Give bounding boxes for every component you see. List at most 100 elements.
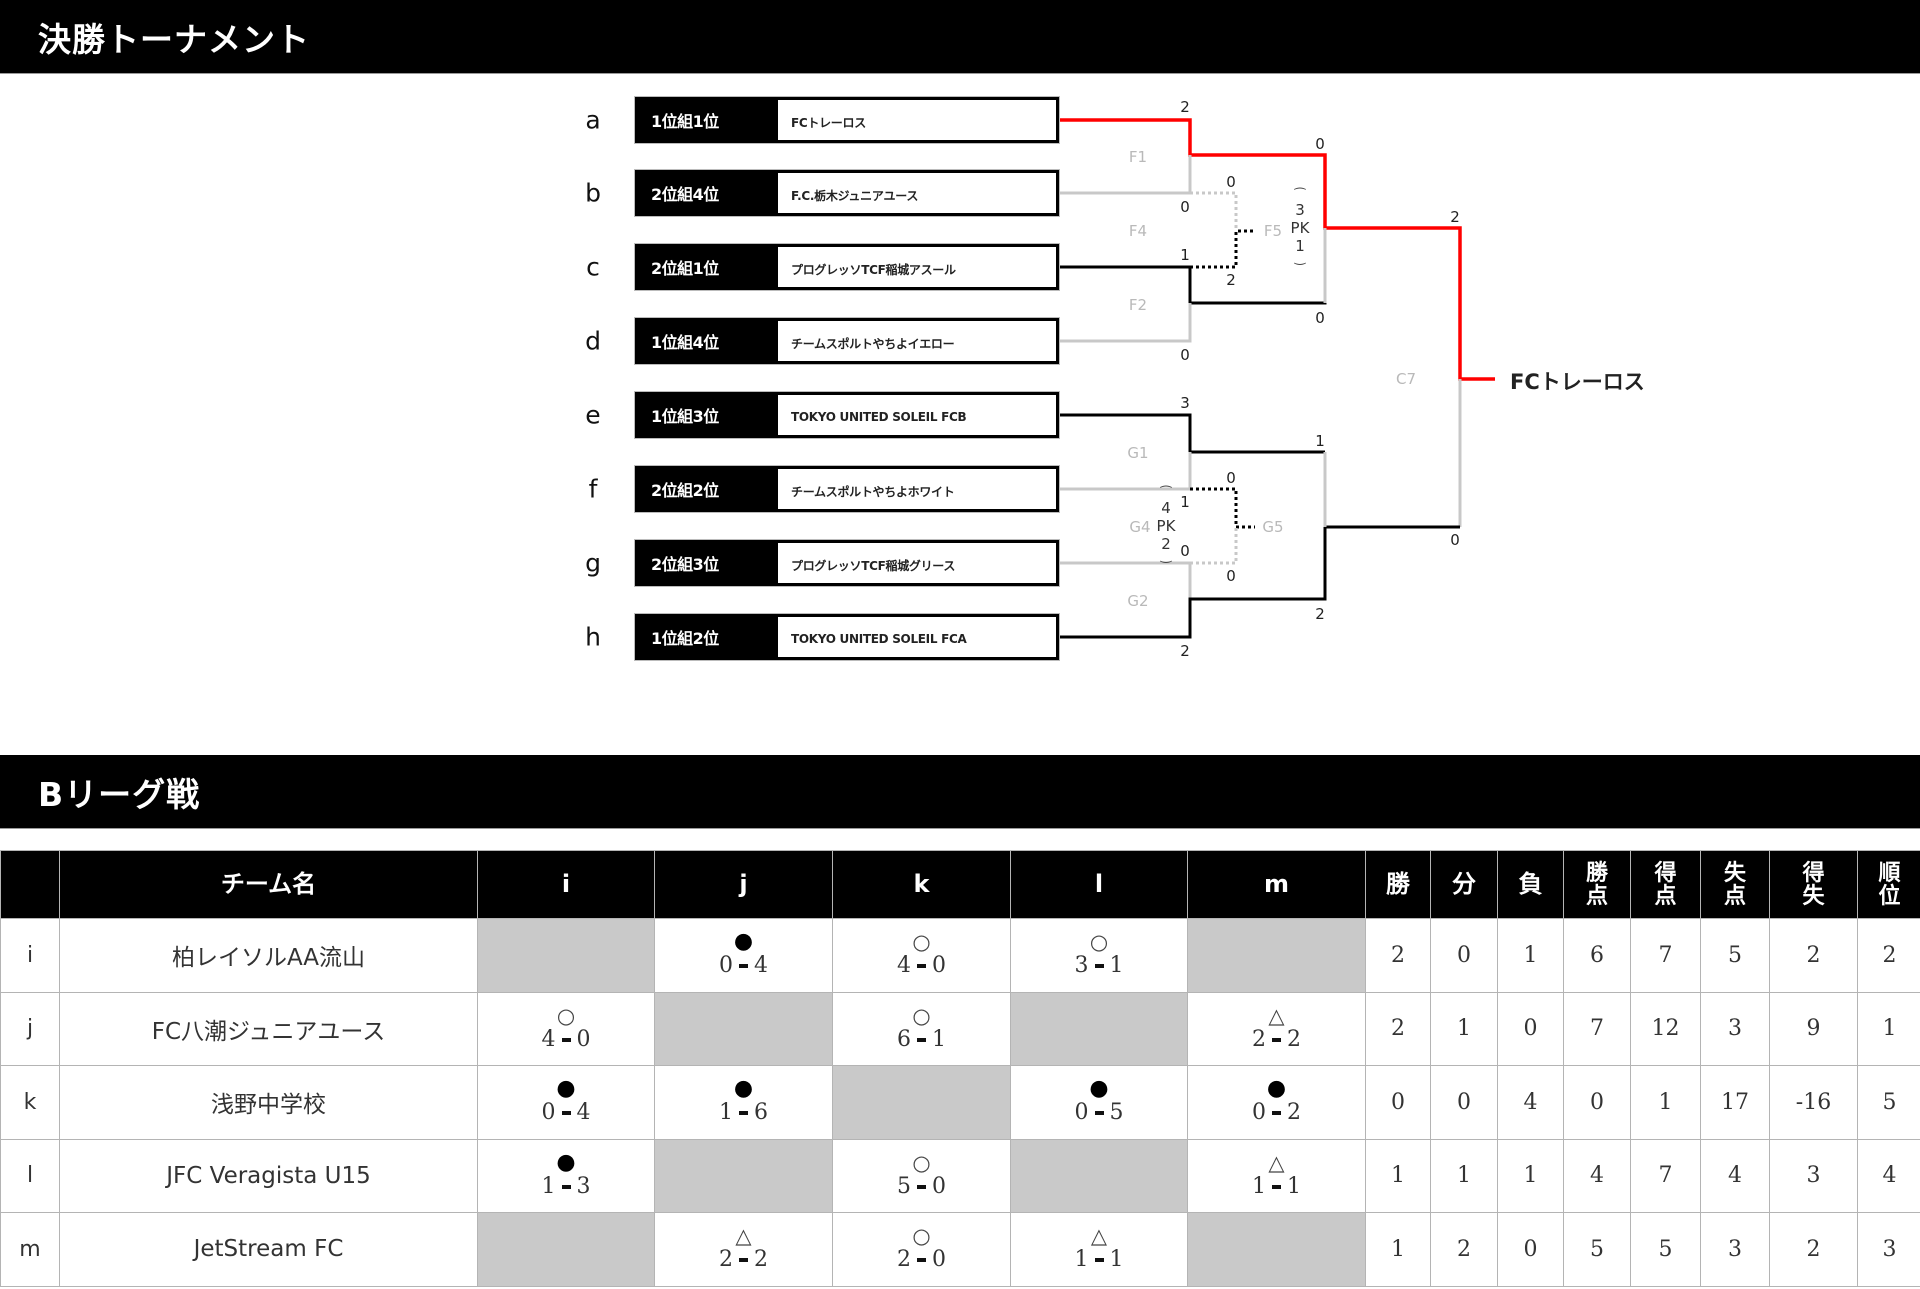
header-opponent-l: l bbox=[1010, 850, 1188, 919]
blank-cell bbox=[477, 918, 655, 993]
entry-letter-a: a bbox=[585, 105, 601, 135]
goals-against: 3 bbox=[1700, 1212, 1770, 1287]
entry-letter-c: c bbox=[586, 252, 600, 282]
score-g4-top: 1 bbox=[1180, 493, 1190, 511]
row-key: i bbox=[0, 918, 60, 993]
header-loss: 負 bbox=[1497, 850, 1564, 919]
draw-triangle-icon: △ bbox=[1090, 1224, 1108, 1249]
score-dash bbox=[917, 1258, 926, 1263]
table-header-row: チーム名 i j k l m 勝 分 負 勝点 得点 失点 得失 順位 bbox=[0, 850, 1920, 919]
pk-label: PK bbox=[1156, 517, 1176, 535]
score-f1-top: 2 bbox=[1180, 98, 1190, 116]
score-dash bbox=[1272, 1184, 1281, 1189]
goals-for: 7 bbox=[1630, 1138, 1701, 1213]
score-sfg-bottom: 2 bbox=[1315, 605, 1325, 623]
match-label-g5: G5 bbox=[1262, 518, 1284, 536]
score-final-bottom: 0 bbox=[1450, 531, 1460, 549]
win-circle-icon: ○ bbox=[556, 1003, 576, 1028]
pk-arc-top-icon: ⁀ bbox=[1160, 487, 1172, 502]
score-dash bbox=[917, 1184, 926, 1189]
line-f4-b bbox=[1190, 191, 1238, 231]
row-key: l bbox=[0, 1138, 60, 1213]
blank-cell bbox=[654, 1138, 833, 1213]
row-key: m bbox=[0, 1212, 60, 1287]
score-dash bbox=[1272, 1111, 1281, 1116]
champion-name: FCトレーロス bbox=[1510, 370, 1645, 394]
pk-result-f5: ⁀ 3 PK 1 ‿ bbox=[1291, 190, 1310, 265]
score-g5-bottom: 0 bbox=[1226, 567, 1236, 585]
row-key: k bbox=[0, 1065, 60, 1140]
line-e bbox=[1059, 413, 1325, 454]
entry-seed: 2位組1位 bbox=[638, 247, 778, 287]
blank-cell bbox=[832, 1065, 1011, 1140]
losses: 1 bbox=[1497, 1138, 1564, 1213]
score-f5-bottom: 0 bbox=[1315, 309, 1325, 327]
losses: 0 bbox=[1497, 991, 1564, 1066]
score-g1-top: 3 bbox=[1180, 394, 1190, 412]
blank-cell bbox=[654, 991, 833, 1066]
draw-triangle-icon: △ bbox=[1268, 1003, 1285, 1028]
match-label-g1: G1 bbox=[1127, 444, 1149, 462]
pk-bottom: 1 bbox=[1295, 237, 1305, 255]
line-g4-g bbox=[1190, 527, 1238, 565]
draws: 0 bbox=[1430, 1065, 1498, 1140]
pk-arc-bottom-icon: ‿ bbox=[1160, 549, 1172, 564]
line-g bbox=[1059, 561, 1192, 599]
entry-team: プログレッソTCF稲城グリース bbox=[791, 558, 956, 573]
goal-diff: 9 bbox=[1769, 991, 1858, 1066]
loss-dot-icon: ● bbox=[556, 1076, 576, 1102]
header-goal-diff: 得失 bbox=[1769, 850, 1858, 919]
entry-team: プログレッソTCF稲城アスール bbox=[791, 262, 956, 277]
entry-seed: 2位組4位 bbox=[638, 173, 778, 213]
entry-seed: 1位組4位 bbox=[638, 321, 778, 361]
points: 6 bbox=[1563, 918, 1631, 993]
score-dash bbox=[917, 1037, 926, 1042]
team-name: 浅野中学校 bbox=[59, 1065, 478, 1140]
rank: 5 bbox=[1857, 1065, 1920, 1140]
league-section-header: Bリーグ戦 bbox=[0, 755, 1920, 829]
goals-for: 12 bbox=[1630, 991, 1701, 1066]
league-title: Bリーグ戦 bbox=[38, 774, 201, 814]
entry-letter-g: g bbox=[585, 548, 601, 578]
goals-against: 4 bbox=[1700, 1138, 1770, 1213]
team-name: FC八潮ジュニアユース bbox=[59, 991, 478, 1066]
header-key bbox=[0, 850, 60, 919]
blank-cell bbox=[1187, 1212, 1366, 1287]
score-f2-bottom: 0 bbox=[1180, 346, 1190, 364]
pk-top: 3 bbox=[1295, 201, 1305, 219]
score-f4-top: 0 bbox=[1226, 173, 1236, 191]
goals-against: 5 bbox=[1700, 918, 1770, 993]
header-rank: 順位 bbox=[1857, 850, 1920, 919]
header-win: 勝 bbox=[1365, 850, 1431, 919]
win-circle-icon: ○ bbox=[912, 1003, 931, 1028]
bracket-entry-h: 1位組2位 TOKYO UNITED SOLEIL FCA bbox=[635, 614, 1059, 660]
team-name: JFC Veragista U15 bbox=[59, 1138, 478, 1213]
rank: 2 bbox=[1857, 918, 1920, 993]
points: 4 bbox=[1563, 1138, 1631, 1213]
row-key: j bbox=[0, 991, 60, 1066]
tournament-section-header: 決勝トーナメント bbox=[0, 0, 1920, 74]
header-draw: 分 bbox=[1430, 850, 1498, 919]
score-dash bbox=[1272, 1037, 1281, 1042]
line-d bbox=[1059, 303, 1192, 343]
match-label-g4: G4 bbox=[1129, 518, 1151, 536]
blank-cell bbox=[477, 1212, 655, 1287]
score-dash bbox=[1094, 1258, 1104, 1263]
pk-result-g4: ⁀ 4 PK 2 ‿ bbox=[1156, 487, 1176, 564]
team-name: JetStream FC bbox=[59, 1212, 478, 1287]
